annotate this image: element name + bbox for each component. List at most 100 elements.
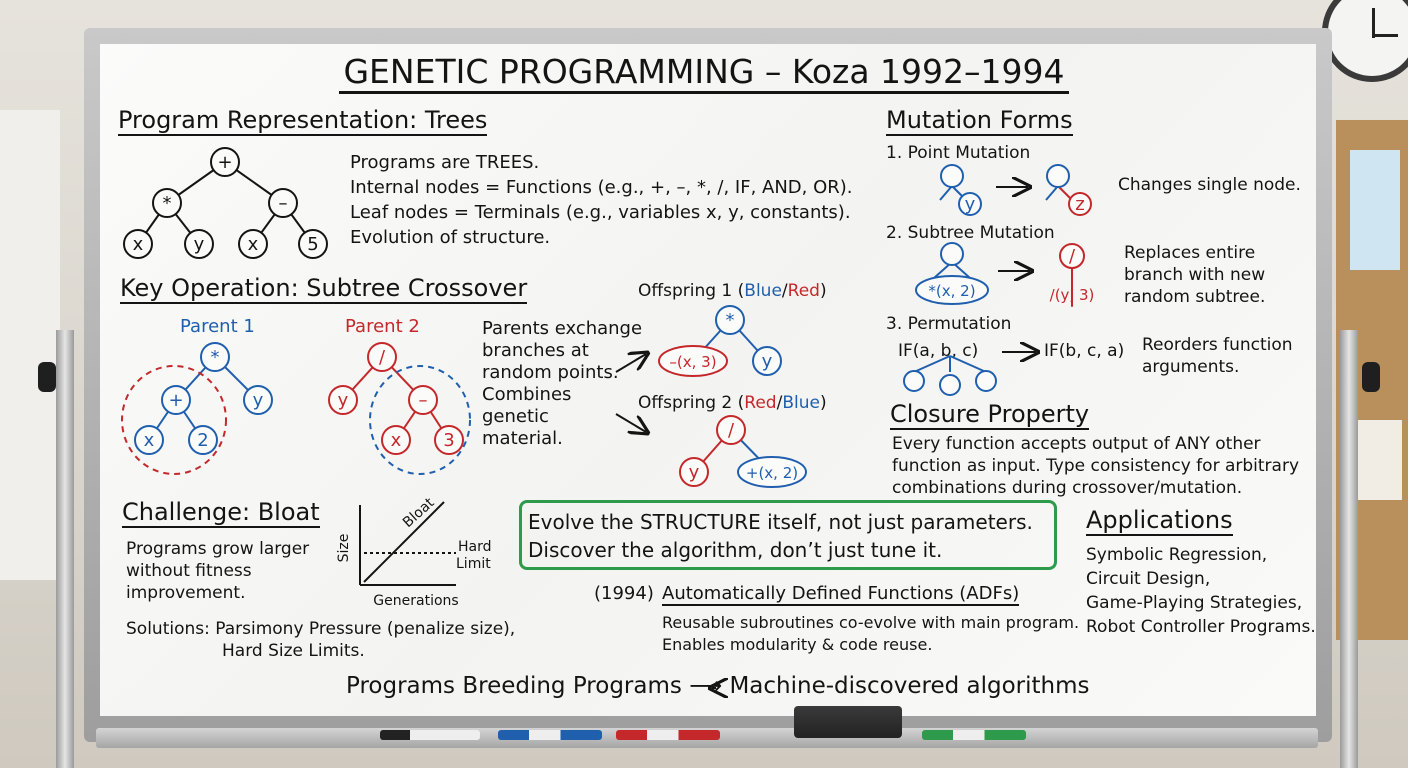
parent1-node: [134, 425, 164, 455]
bloat-limit-label-1: Hard: [458, 539, 492, 555]
point-mutation-after-node-label: z: [1075, 194, 1084, 215]
point-mutation-root-after-node: [1046, 164, 1070, 188]
left-knob: [38, 362, 56, 392]
right-stand-leg: [1340, 330, 1358, 768]
offspring2-root-node-label: /: [728, 420, 735, 441]
representation-tree-node: [152, 188, 182, 218]
list-item: Robot Controller Programs.: [1086, 617, 1316, 637]
representation-tree-node-label: 5: [307, 234, 318, 255]
parent1-node-label: 2: [197, 430, 208, 451]
applications-list: Symbolic Regression, Circuit Design, Gam…: [1086, 543, 1316, 639]
list-item: Circuit Design,: [1086, 569, 1211, 589]
offspring2-label: Offspring 2 (Red/Blue): [638, 393, 827, 413]
offspring1-root-node-label: *: [726, 310, 735, 331]
point-mutation-before-node-label: y: [965, 194, 976, 215]
applications-heading: Applications: [1086, 506, 1233, 536]
key-message: Evolve the STRUCTURE itself, not just pa…: [528, 510, 1033, 562]
subtree-mutation-after-root-node-label: /: [1069, 246, 1076, 267]
red-marker[interactable]: [616, 730, 720, 740]
parent2-label: Parent 2: [345, 316, 420, 337]
parent2-node: [381, 425, 411, 455]
offspring1-right-node-label: y: [762, 351, 773, 372]
blue-marker[interactable]: [498, 730, 602, 740]
bloat-y-label: Size: [336, 534, 352, 563]
subtree-mutation-desc: Replaces entire branch with new random s…: [1124, 243, 1266, 307]
black-marker[interactable]: [380, 730, 480, 740]
permutation-argument-node: [903, 370, 925, 392]
subtree-mutation-label: 2. Subtree Mutation: [886, 223, 1055, 243]
representation-tree-node: [298, 229, 328, 259]
page-title: GENETIC PROGRAMMING – Koza 1992–1994: [0, 52, 1408, 94]
parent1-node: [188, 425, 218, 455]
left-stand-leg: [56, 330, 74, 768]
wall-panel: [0, 110, 60, 580]
offspring2-right-node: [737, 456, 807, 488]
parent1-node: [161, 385, 191, 415]
representation-tree-node: [210, 147, 240, 177]
representation-tree-node: [238, 229, 268, 259]
offspring2-left-node-label: y: [689, 462, 700, 483]
parent2-node-label: /: [379, 347, 386, 368]
representation-tree-node-label: –: [279, 193, 288, 214]
subtree-mutation-before-node: [915, 275, 989, 305]
parent1-node-label: x: [144, 430, 155, 451]
list-item: Symbolic Regression,: [1086, 545, 1268, 565]
representation-tree-node: [268, 188, 298, 218]
key-message-box: [519, 500, 1057, 570]
representation-heading: Program Representation: Trees: [118, 106, 488, 136]
whiteboard: [100, 44, 1316, 716]
representation-tree-node: [184, 229, 214, 259]
parent1-node-label: y: [253, 390, 264, 411]
parent2-node-label: x: [391, 430, 402, 451]
parent1-node: [200, 342, 230, 372]
bloat-solutions: Solutions: Parsimony Pressure (penalize …: [126, 619, 516, 661]
representation-tree-node-label: +: [217, 152, 232, 173]
representation-tree-node-label: *: [163, 193, 172, 214]
permutation-argument-node: [939, 374, 961, 396]
subtree-mutation-after-root-node: [1059, 243, 1085, 269]
permutation-from: IF(a, b, c): [898, 341, 979, 361]
point-mutation-before-node: [958, 192, 982, 216]
subtree-mutation-after-node-label: /(y, 3): [1050, 286, 1095, 304]
offspring1-right-node: [752, 346, 782, 376]
list-item: Game-Playing Strategies,: [1086, 593, 1303, 613]
parent2-node: [367, 342, 397, 372]
representation-text: Programs are TREES. Internal nodes = Fun…: [350, 152, 853, 248]
permutation-label: 3. Permutation: [886, 314, 1012, 334]
representation-tree-node-label: x: [248, 234, 259, 255]
point-mutation-after-node: [1068, 192, 1092, 216]
crossover-description: Parents exchange branches at random poin…: [482, 318, 643, 449]
offspring2-right-node-label: +(x, 2): [746, 464, 798, 482]
adf-text: Reusable subroutines co-evolve with main…: [662, 613, 1080, 654]
crossover-heading: Key Operation: Subtree Crossover: [120, 274, 528, 304]
offspring2-left-node: [679, 457, 709, 487]
bloat-limit-label-2: Limit: [456, 556, 491, 572]
parent2-node: [434, 425, 464, 455]
adf-year: (1994): [594, 583, 654, 604]
subtree-mutation-before-node-label: *(x, 2): [928, 282, 975, 300]
representation-tree-node: [123, 229, 153, 259]
point-mutation-label: 1. Point Mutation: [886, 143, 1031, 163]
offspring1-left-node-label: –(x, 3): [669, 353, 716, 371]
offspring1-label: Offspring 1 (Blue/Red): [638, 281, 827, 301]
parent1-node-label: +: [168, 390, 183, 411]
parent2-node: [328, 385, 358, 415]
parent2-node-label: –: [419, 390, 428, 411]
permutation-to: IF(b, c, a): [1044, 341, 1125, 361]
offspring2-root-node: [716, 415, 746, 445]
bloat-x-label: Generations: [373, 593, 458, 609]
mutation-heading: Mutation Forms: [886, 106, 1073, 136]
subtree-mutation-root-node: [940, 242, 964, 266]
offspring1-left-node: [658, 345, 728, 377]
green-marker[interactable]: [922, 730, 1026, 740]
permutation-argument-node: [975, 370, 997, 392]
bloat-heading: Challenge: Bloat: [122, 498, 320, 528]
parent2-node-label: 3: [443, 430, 454, 451]
parent1-node: [243, 385, 273, 415]
parent2-node-label: y: [338, 390, 349, 411]
parent2-node: [408, 385, 438, 415]
point-mutation-root-node: [940, 164, 964, 188]
point-mutation-desc: Changes single node.: [1118, 175, 1301, 195]
board-eraser[interactable]: [794, 706, 902, 738]
